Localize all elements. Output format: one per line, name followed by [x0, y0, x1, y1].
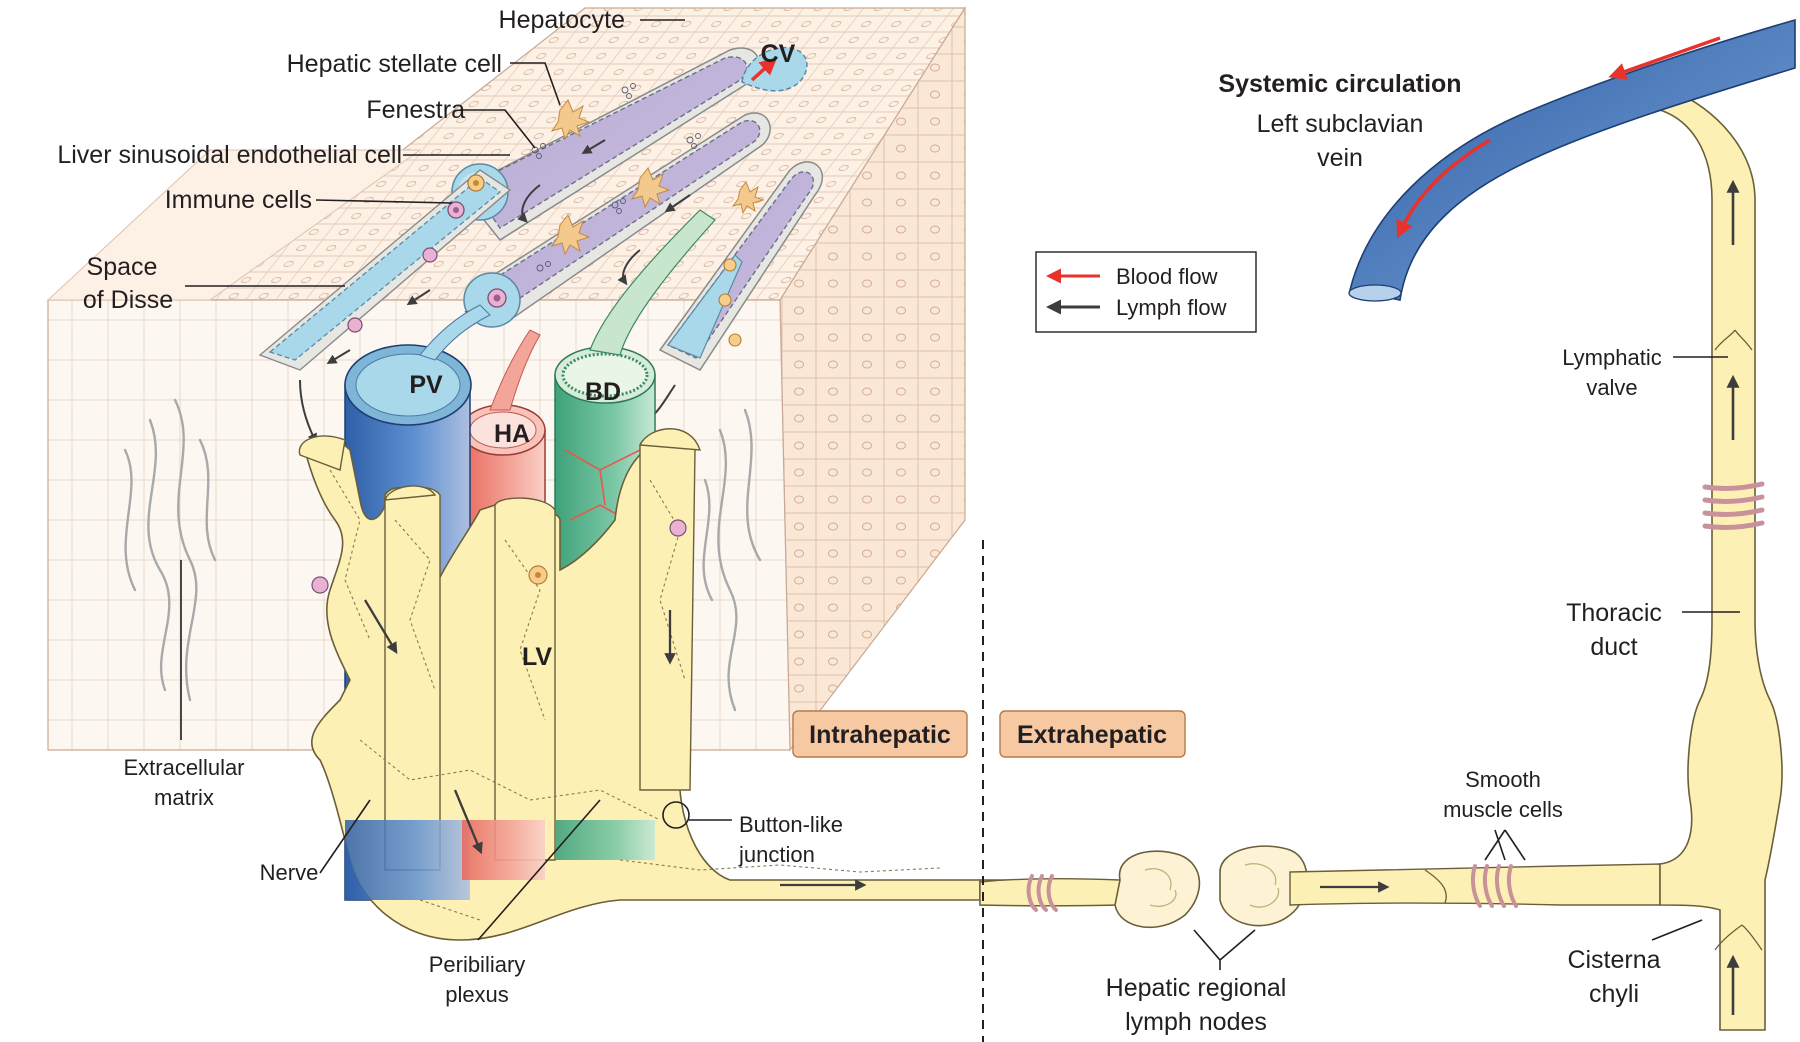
label-systemic-circulation: Systemic circulation	[1218, 70, 1461, 98]
label-immune-cells: Immune cells	[165, 186, 312, 214]
region-labels: Intrahepatic Extrahepatic	[792, 710, 1186, 758]
flow-legend: Blood flow Lymph flow	[1035, 251, 1257, 333]
label-left-subclavian-1: Left subclavian	[1257, 110, 1424, 138]
label-smooth-muscle-1: Smooth	[1465, 767, 1541, 792]
extrahepatic-box	[999, 710, 1186, 758]
label-lymph-nodes-2: lymph nodes	[1125, 1008, 1267, 1036]
label-button-junction-2: junction	[738, 842, 815, 867]
label-ecm-1: Extracellular	[123, 755, 244, 780]
label-peribiliary-1: Peribiliary	[429, 952, 526, 977]
label-smooth-muscle-2: muscle cells	[1443, 797, 1563, 822]
label-fenestra: Fenestra	[366, 96, 465, 124]
label-thoracic-duct-2: duct	[1590, 633, 1637, 661]
thoracic-duct	[1652, 89, 1783, 1031]
label-button-junction-1: Button-like	[739, 812, 843, 837]
label-lymphatic-valve-1: Lymphatic	[1562, 345, 1661, 370]
disse-lymph-arrows	[299, 139, 691, 444]
sinusoid-2	[258, 169, 512, 371]
label-left-subclavian-2: vein	[1317, 144, 1363, 172]
label-ha: HA	[494, 420, 530, 448]
left-subclavian-vein	[1348, 18, 1796, 302]
label-ecm-2: matrix	[154, 785, 214, 810]
label-lsec: Liver sinusoidal endothelial cell	[57, 141, 402, 169]
smooth-muscle-cells	[1470, 864, 1518, 908]
legend-blood-flow: Blood flow	[1116, 264, 1218, 289]
sinusoids	[258, 46, 823, 444]
sinusoid-3	[463, 112, 771, 328]
text-labels: Hepatocyte Hepatic stellate cell Fenestr…	[57, 6, 1662, 1036]
intrahepatic-box	[792, 710, 968, 758]
label-thoracic-duct-1: Thoracic	[1566, 599, 1662, 627]
label-hepatic-stellate-cell: Hepatic stellate cell	[287, 50, 502, 78]
label-cv: CV	[761, 40, 796, 68]
extrahepatic-label: Extrahepatic	[1017, 721, 1167, 749]
label-cisterna-chyli-2: chyli	[1589, 980, 1639, 1008]
label-space-of-disse-2: of Disse	[83, 286, 173, 314]
extracellular-matrix-fibers	[123, 398, 762, 712]
stellate-cells	[550, 99, 765, 256]
label-lymphatic-valve-2: valve	[1586, 375, 1637, 400]
label-lv: LV	[522, 643, 552, 671]
label-peribiliary-2: plexus	[445, 982, 509, 1007]
label-lymph-nodes-1: Hepatic regional	[1106, 974, 1287, 1002]
extrahepatic-lymphatics	[979, 18, 1796, 1031]
label-bd: BD	[585, 378, 621, 406]
label-hepatocyte: Hepatocyte	[499, 6, 625, 34]
intrahepatic-label: Intrahepatic	[809, 721, 951, 749]
label-nerve: Nerve	[260, 860, 319, 885]
button-junction-marker	[662, 801, 690, 829]
immune-cells	[347, 174, 742, 347]
label-cisterna-chyli-1: Cisterna	[1567, 946, 1660, 974]
leader-lines	[180, 19, 1740, 970]
lymphatic-endothelial-junctions	[329, 469, 941, 921]
label-pv: PV	[409, 371, 443, 399]
label-space-of-disse-1: Space	[87, 253, 158, 281]
sinusoid-4	[658, 161, 823, 371]
legend-box	[1035, 251, 1257, 333]
intrahepatic-lymphatic-plexus	[298, 428, 981, 941]
legend-lymph-flow: Lymph flow	[1116, 295, 1227, 320]
cv-blood-arrow	[750, 57, 778, 82]
lymph-nodes	[1114, 845, 1308, 929]
fenestrae	[531, 83, 701, 272]
